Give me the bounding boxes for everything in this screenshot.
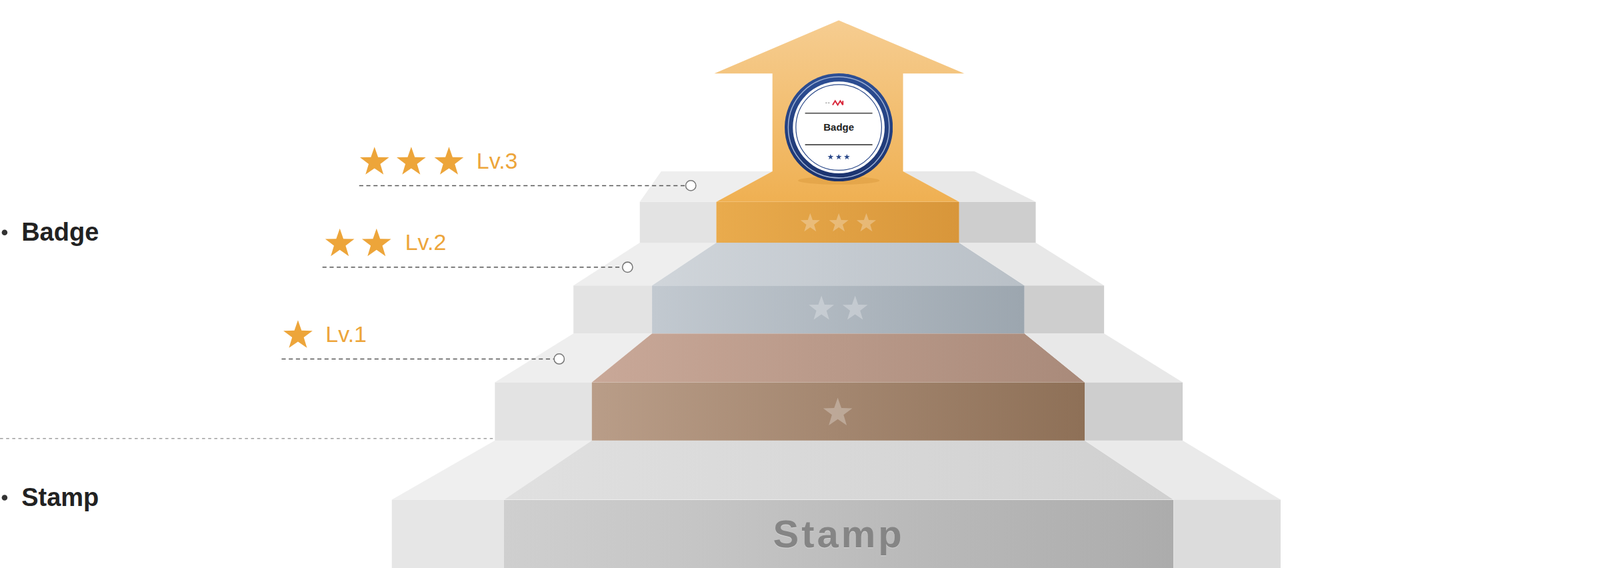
medal-rule	[805, 144, 873, 146]
step-level-2-part	[1024, 285, 1104, 334]
step-base-part	[1173, 500, 1281, 568]
medal-ring	[784, 73, 893, 182]
section-label: Badge	[21, 218, 99, 247]
medal-ring-line	[788, 77, 890, 179]
level-star-part	[396, 146, 426, 175]
step-star-part	[823, 398, 853, 426]
step-base-part	[392, 500, 504, 568]
medal-star	[828, 154, 834, 160]
step-level-1-part	[494, 382, 592, 441]
stamp-step: Stamp	[504, 500, 1174, 568]
level-star-part	[362, 228, 392, 257]
step-base	[392, 440, 1281, 568]
bullet-dot-part	[2, 229, 8, 236]
medal-face	[792, 81, 885, 174]
leader-line-part	[359, 185, 686, 187]
step-star-part	[800, 213, 820, 232]
step-level-1-part	[1024, 333, 1183, 382]
leader-line	[281, 180, 696, 364]
leader-line-part	[281, 358, 554, 360]
step-star-part	[829, 213, 849, 232]
step-level-2	[573, 242, 1104, 334]
bullet-dot	[2, 229, 8, 500]
divider-line	[0, 438, 494, 440]
step-base-part	[504, 440, 1174, 500]
node-text: Badge	[823, 122, 854, 134]
level-label: Lv.1	[325, 322, 367, 347]
leader-line-part	[554, 354, 564, 364]
up-arrow	[714, 20, 964, 202]
leader-line-part	[686, 180, 696, 191]
node-text: Stamp	[773, 512, 905, 556]
step-level-2-part	[652, 242, 1025, 286]
step-star-part	[808, 296, 834, 320]
section-label: Stamp	[21, 484, 99, 512]
medal-logo	[832, 101, 843, 106]
medal-inner-line	[796, 84, 882, 171]
step-level-2-part	[573, 285, 652, 334]
level-label: Lv.3	[476, 148, 518, 174]
step-level-1-part	[592, 333, 1085, 382]
step-star	[800, 213, 876, 426]
leader-line-part	[622, 262, 633, 272]
level-label: Lv.2	[405, 230, 447, 256]
step-level-1	[494, 333, 1183, 441]
level-star	[283, 146, 464, 348]
medal-star	[844, 154, 850, 160]
step-level-3-part	[716, 202, 959, 243]
up-arrow-part	[714, 20, 964, 202]
bullet-dot-part	[2, 494, 8, 501]
level-star-part	[360, 146, 390, 175]
step-level-1-part	[1084, 382, 1183, 441]
divider-line-part	[0, 438, 494, 440]
medal-star	[836, 154, 842, 160]
step-level-3-part	[640, 202, 717, 243]
step-level-2-part	[652, 285, 1025, 334]
step-level-2-part	[959, 242, 1104, 286]
step-level-3	[640, 171, 1036, 243]
medal-logo	[825, 102, 830, 104]
level-star-part	[325, 228, 355, 257]
step-level-3-part	[959, 202, 1036, 243]
step-level-1-part	[592, 382, 1085, 441]
level-star-part	[434, 146, 464, 175]
step-star-part	[856, 213, 876, 232]
level-star-part	[283, 320, 313, 348]
medal-rule	[805, 112, 873, 114]
badge-medal: Badge	[784, 73, 893, 182]
step-star-part	[842, 296, 868, 320]
leader-line-part	[322, 266, 623, 268]
step-base-part	[1084, 440, 1281, 500]
